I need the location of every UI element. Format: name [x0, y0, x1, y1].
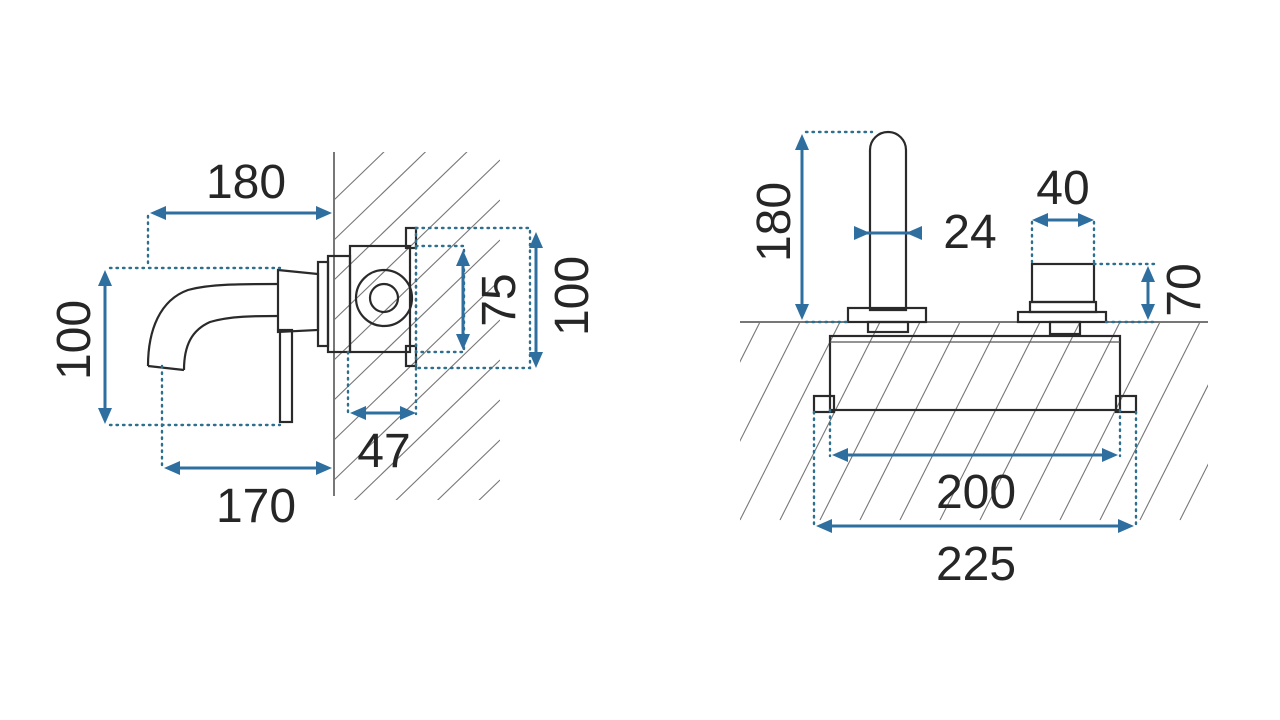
- dim-arrow-24: [854, 226, 922, 240]
- label-47: 47: [357, 425, 410, 478]
- label-100-right: 100: [546, 256, 599, 336]
- dim-arrow-180: [150, 206, 332, 220]
- label-24: 24: [943, 206, 996, 259]
- label-40: 40: [1036, 162, 1089, 215]
- label-225: 225: [936, 538, 1016, 591]
- label-70: 70: [1158, 263, 1211, 316]
- dim-arrow-40: [1032, 213, 1094, 227]
- dim-arrow-70: [1141, 266, 1155, 320]
- dim-arrow-47: [350, 406, 416, 420]
- side-view: 180 170 100 47 75 100: [48, 152, 599, 533]
- wall-faucet: [146, 226, 418, 424]
- label-100-left: 100: [48, 300, 101, 380]
- label-200: 200: [936, 466, 1016, 519]
- dim-arrow-75: [456, 250, 470, 350]
- label-75: 75: [473, 273, 526, 326]
- dim-arrow-180-front: [795, 134, 809, 320]
- label-170: 170: [216, 480, 296, 533]
- dim-arrow-100-left: [98, 270, 112, 424]
- dim-arrow-170: [164, 461, 332, 475]
- front-extension-lines: [804, 130, 1160, 528]
- dim-arrow-200: [832, 448, 1118, 462]
- dim-arrow-100-right: [529, 232, 543, 368]
- floor-hatching: [740, 322, 1208, 521]
- mounting-body: [812, 334, 1138, 414]
- label-180-front: 180: [748, 182, 801, 262]
- front-view: 180 24 40 70 200 225: [740, 130, 1211, 591]
- dim-arrow-225: [816, 519, 1134, 533]
- side-extension-lines: [108, 214, 532, 470]
- label-180: 180: [206, 156, 286, 209]
- front-faucet: [846, 130, 1108, 336]
